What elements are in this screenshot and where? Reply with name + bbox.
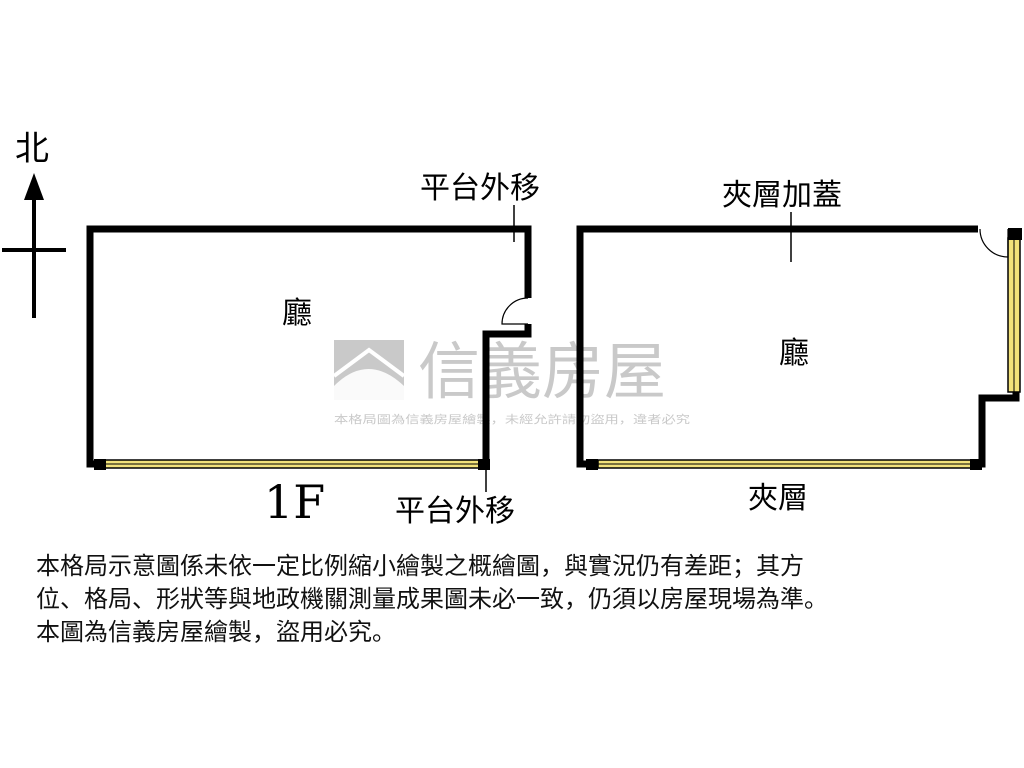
floor-label-1f: 1F (264, 475, 325, 529)
watermark-brand: 信義房屋 (418, 335, 666, 408)
plan-mezzanine: 廳 夾層加蓋 夾層 (576, 178, 1022, 516)
disclaimer-line-1: 本格局示意圖係未依一定比例縮小繪製之概繪圖，與實況仍有差距；其方 (36, 552, 804, 580)
annotation-1f-top: 平台外移 (420, 171, 540, 206)
watermark: 信義房屋 本格局圖為信義房屋繪製，未經允許請勿盜用，違者必究 (332, 335, 690, 426)
annotation-1f-bottom: 平台外移 (395, 494, 515, 529)
disclaimer: 本格局示意圖係未依一定比例縮小繪製之概繪圖，與實況仍有差距；其方 位、格局、形狀… (36, 550, 996, 649)
floor-label-mezzanine: 夾層 (748, 481, 808, 516)
watermark-notice: 本格局圖為信義房屋繪製，未經允許請勿盜用，違者必究 (334, 412, 690, 426)
north-compass: 北 (2, 129, 66, 318)
north-label: 北 (15, 129, 49, 169)
wall-mezzanine-right (972, 392, 1020, 468)
disclaimer-line-3: 本圖為信義房屋繪製，盜用必究。 (36, 618, 396, 646)
door-mezzanine (979, 228, 1009, 258)
floor-plan: 北 信義房屋 本格局圖為信義房屋繪製，未經允許請勿盜用，違者必究 廳 平台外移 … (2, 129, 1022, 529)
annotation-mezzanine-top: 夾層加蓋 (722, 178, 842, 213)
door-1f (501, 297, 529, 325)
north-arrow-icon (24, 173, 44, 200)
room-label-1f: 廳 (282, 296, 312, 331)
plan-1f: 廳 平台外移 平台外移 1F (86, 171, 540, 529)
disclaimer-line-2: 位、格局、形狀等與地政機關測量成果圖未必一致，仍須以房屋現場為準。 (36, 585, 828, 613)
room-label-mezzanine: 廳 (779, 336, 809, 371)
